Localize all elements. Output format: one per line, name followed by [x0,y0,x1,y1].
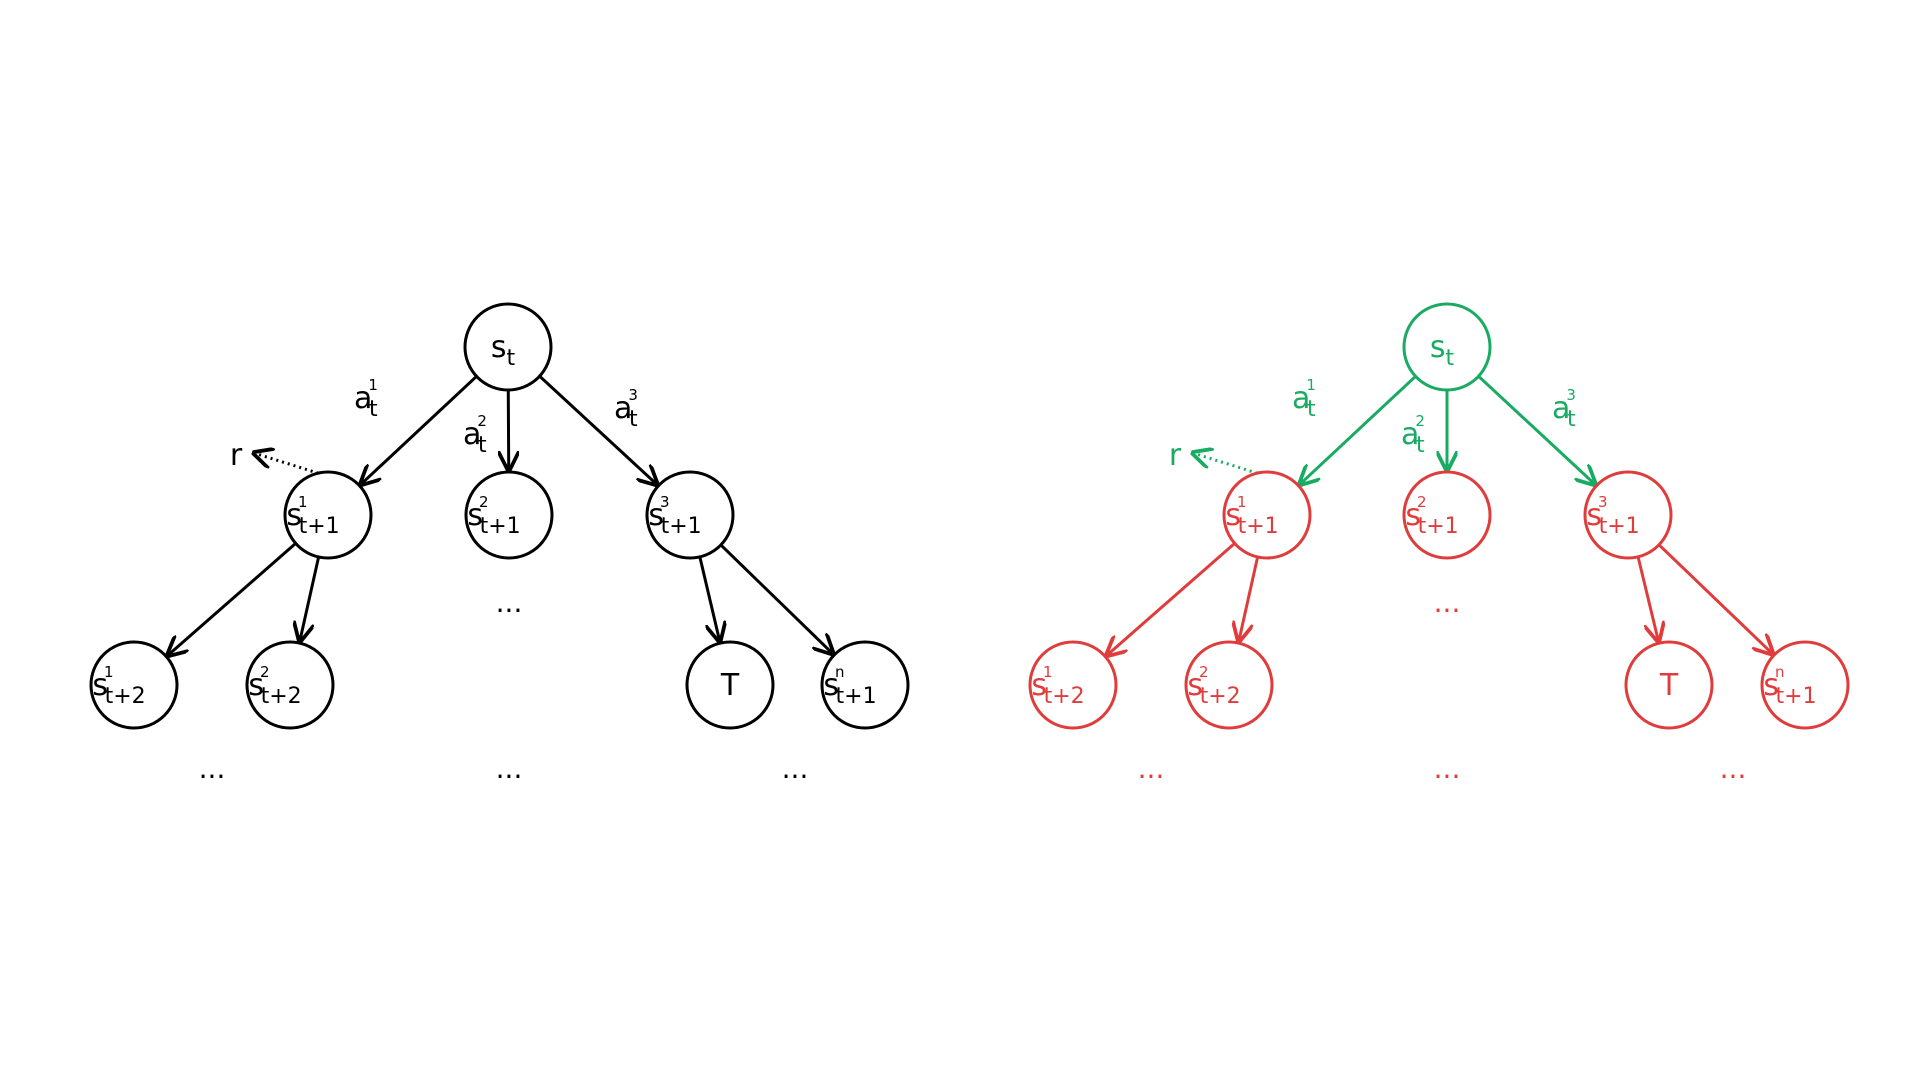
ellipsis-1: ... [1434,586,1461,619]
level2-node-3: T [685,640,775,730]
level2-node-3-label: T [1659,668,1679,703]
level2-node-2-circle [245,640,335,730]
ellipsis-4: ... [1720,752,1747,785]
reward-label: r [1169,438,1182,473]
level1-node-2-circle [1402,470,1492,560]
level1-node-2-circle [464,470,554,560]
edge-l1-1-to-l2-1 [1107,542,1236,655]
action-edge-1 [361,375,478,484]
root-node: st [1402,302,1492,392]
level1-node-3-circle [1583,470,1673,560]
edge-l1-1-to-l2-2 [1239,556,1260,641]
root-node-circle [1402,302,1492,392]
action-edge-3 [538,375,657,484]
level2-node-2-circle [1184,640,1274,730]
root-node-label: st [491,330,516,371]
level2-node-3-circle [1624,640,1714,730]
reward-label: r [230,438,243,473]
ellipsis-3: ... [1434,752,1461,785]
action-edge-1 [1300,375,1417,484]
ellipsis-4: ... [782,752,809,785]
level1-node-1-circle [283,470,373,560]
edge-l1-1-to-l2-1 [168,542,297,655]
root-node-circle [463,302,553,392]
ellipsis-3: ... [496,752,523,785]
edge-l1-3-to-l2-n [1657,543,1773,654]
root-node-label: st [1430,330,1455,371]
root-node: st [463,302,553,392]
ellipsis-1: ... [496,586,523,619]
edge-l1-3-to-terminal [1636,556,1658,641]
reward-arrow [254,453,325,477]
action-edge-3 [1477,375,1596,484]
level2-node-3-label: T [720,668,740,703]
level2-node-1-circle [1028,640,1118,730]
level2-node-1-circle [89,640,179,730]
edge-l1-1-to-l2-2 [300,556,321,641]
reward-arrow [1193,453,1264,477]
level1-node-1-circle [1222,470,1312,560]
level2-node-3-circle [685,640,775,730]
level2-node-4-circle [820,640,910,730]
ellipsis-2: ... [1138,752,1165,785]
edge-l1-3-to-l2-n [719,543,833,654]
level2-node-3: T [1624,640,1714,730]
level1-node-3-circle [645,470,735,560]
level2-node-4-circle [1760,640,1850,730]
edge-l1-3-to-terminal [698,556,720,641]
ellipsis-2: ... [199,752,226,785]
